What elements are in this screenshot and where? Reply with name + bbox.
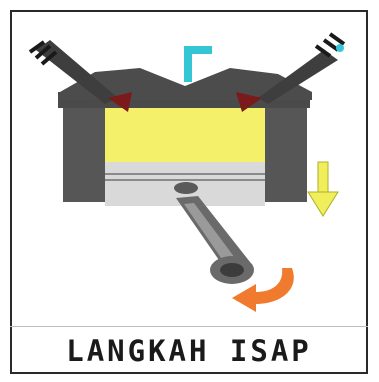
- arrow-down-icon: [308, 162, 338, 216]
- connecting-rod: [176, 196, 254, 284]
- intake-arrow-icon: [184, 46, 212, 82]
- diagram-caption: LANGKAH ISAP: [10, 326, 368, 374]
